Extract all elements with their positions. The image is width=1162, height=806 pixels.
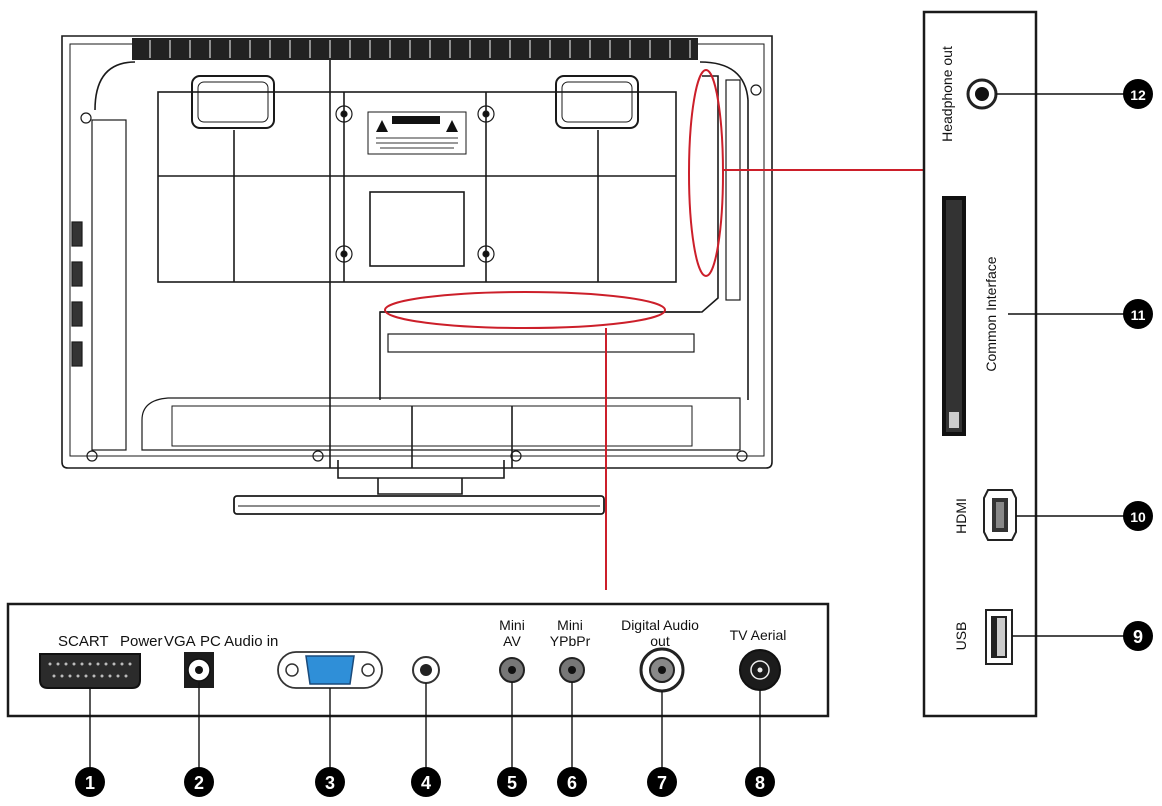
mini-ypbpr-port [559, 657, 585, 683]
badge-6: 6 [557, 767, 587, 797]
headphone-out-label: Headphone out [939, 46, 955, 142]
bottom-leader-lines [89, 682, 761, 768]
badge-4: 4 [411, 767, 441, 797]
warning-triangle-icon [446, 120, 458, 132]
right-handle-inner [561, 81, 633, 123]
bottom-shelf [387, 333, 695, 353]
usb-label: USB [953, 622, 969, 651]
left-side-ports [71, 221, 83, 367]
svg-text:10: 10 [1130, 509, 1146, 525]
number-badges: 1 2 3 4 5 6 7 8 [75, 79, 1153, 797]
top-right-corner-curve [699, 61, 749, 101]
vga-port [277, 651, 383, 689]
right-side-slot [725, 79, 741, 301]
mini-ypbpr-label-line2: YPbPr [550, 633, 591, 649]
lower-housing [141, 397, 741, 451]
badge-5: 5 [497, 767, 527, 797]
pc-audio-in-label: PC Audio in [200, 633, 278, 650]
left-rail [91, 119, 127, 451]
side-ports-highlight [688, 69, 724, 277]
svg-text:4: 4 [421, 773, 431, 793]
top-left-corner-curve [94, 61, 136, 111]
bottom-screws [80, 84, 762, 462]
bottom-panel-frame [6, 602, 830, 718]
badge-12: 12 [1123, 79, 1153, 109]
callout-lines [384, 69, 924, 590]
stand-base [233, 495, 605, 515]
side-leader-lines [996, 93, 1124, 637]
svg-text:5: 5 [507, 773, 517, 793]
mini-av-label-line1: Mini [499, 617, 525, 633]
back-panel [157, 91, 677, 283]
center-plate [369, 191, 465, 267]
digital-audio-out-port [639, 647, 685, 693]
warning-triangle-icon [376, 120, 388, 132]
hdmi-label: HDMI [953, 498, 969, 534]
warning-label [367, 111, 467, 155]
svg-text:8: 8 [755, 773, 765, 793]
pc-audio-in-port [412, 656, 440, 684]
scart-label: SCART [58, 633, 109, 650]
tv-casing [61, 35, 773, 469]
hdmi-port [983, 489, 1017, 541]
warning-text-lines [376, 137, 458, 149]
left-handle [191, 75, 275, 129]
right-side-module [379, 75, 719, 400]
badge-7: 7 [647, 767, 677, 797]
stand-neck-inner [377, 478, 463, 495]
mini-av-port [499, 657, 525, 683]
svg-text:9: 9 [1133, 627, 1143, 647]
warning-label-header [392, 116, 440, 124]
badge-1: 1 [75, 767, 105, 797]
vesa-screw-mounts [335, 105, 495, 263]
mini-av-label-line2: AV [503, 633, 521, 649]
badge-8: 8 [745, 767, 775, 797]
svg-text:11: 11 [1131, 307, 1146, 323]
side-connector-panel: Headphone out Common Interface HDMI USB [922, 10, 1038, 718]
svg-text:6: 6 [567, 773, 577, 793]
svg-text:7: 7 [657, 773, 667, 793]
badge-9: 9 [1123, 621, 1153, 651]
tv-inner-bezel [69, 43, 765, 457]
vga-label: VGA [164, 633, 196, 650]
side-panel-frame [922, 10, 1038, 718]
top-vent-slots [149, 40, 691, 58]
digital-audio-label-line1: Digital Audio [621, 617, 699, 633]
bottom-connector-panel: SCART Power VGA PC Audio in Mini AV [6, 602, 830, 718]
tv-rear-view [61, 35, 773, 515]
left-handle-inner [197, 81, 269, 123]
power-label: Power [120, 633, 163, 650]
tv-aerial-label: TV Aerial [730, 627, 787, 643]
scart-port [39, 653, 141, 689]
badge-2: 2 [184, 767, 214, 797]
digital-audio-label-line2: out [650, 633, 670, 649]
badge-10: 10 [1123, 501, 1153, 531]
lower-housing-inner [171, 405, 693, 447]
svg-text:3: 3 [325, 773, 335, 793]
stand-neck [337, 460, 505, 479]
headphone-out-port [966, 78, 998, 110]
tv-aerial-port [739, 649, 781, 691]
top-vent [132, 38, 698, 60]
usb-port [985, 609, 1013, 665]
common-interface-slot [942, 196, 966, 436]
badge-11: 11 [1123, 299, 1153, 329]
badge-3: 3 [315, 767, 345, 797]
svg-text:2: 2 [194, 773, 204, 793]
bottom-ports-highlight [384, 291, 666, 329]
common-interface-label: Common Interface [983, 256, 999, 371]
svg-text:1: 1 [85, 773, 95, 793]
svg-text:12: 12 [1130, 87, 1146, 103]
right-handle [555, 75, 639, 129]
mini-ypbpr-label-line1: Mini [557, 617, 583, 633]
